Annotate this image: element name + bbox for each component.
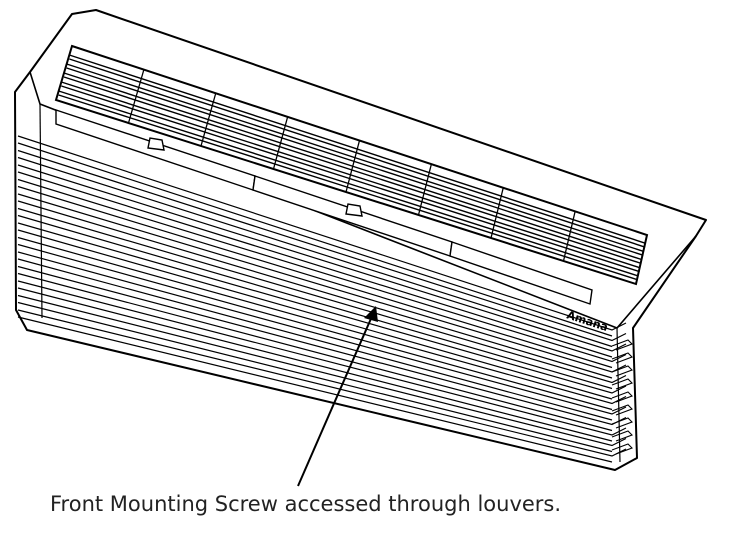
front-louver [17, 236, 627, 411]
front-louver [17, 294, 627, 453]
front-louver [17, 309, 627, 463]
callout-arrow-head [364, 306, 378, 322]
side-louver [611, 365, 633, 377]
figure-caption: Front Mounting Screw accessed through lo… [50, 492, 562, 516]
front-louver [17, 178, 627, 369]
front-louver [17, 135, 627, 337]
grille-divider [490, 187, 504, 239]
side-louver [611, 404, 633, 416]
front-louver [17, 149, 627, 348]
side-louver [611, 378, 633, 390]
ptac-unit: Amana [14, 9, 707, 471]
front-louver [17, 280, 627, 442]
grille-divider [200, 93, 217, 147]
latch-tab-right [345, 203, 363, 217]
callout-arrow [297, 306, 378, 487]
latch-tab-left [147, 137, 165, 151]
grille-divider [562, 211, 576, 262]
side-louver [611, 339, 633, 351]
top-grille-dividers [127, 69, 576, 262]
grille-divider [345, 140, 361, 193]
callout-arrow-line [297, 313, 374, 487]
side-louver [611, 430, 633, 442]
grille-divider [272, 116, 289, 170]
front-louver [17, 222, 627, 400]
side-louver [611, 417, 633, 429]
side-louvers [611, 339, 633, 455]
housing-inner-left-edge [39, 103, 43, 319]
front-panel-right-bar [449, 241, 593, 305]
grille-divider [417, 163, 433, 216]
side-louver [611, 391, 633, 403]
front-louver [17, 251, 627, 421]
side-louver [611, 352, 633, 364]
front-louver [17, 207, 627, 390]
front-louver [17, 265, 627, 432]
front-louver [17, 164, 627, 358]
grille-divider [127, 69, 145, 124]
side-louver [611, 443, 633, 455]
